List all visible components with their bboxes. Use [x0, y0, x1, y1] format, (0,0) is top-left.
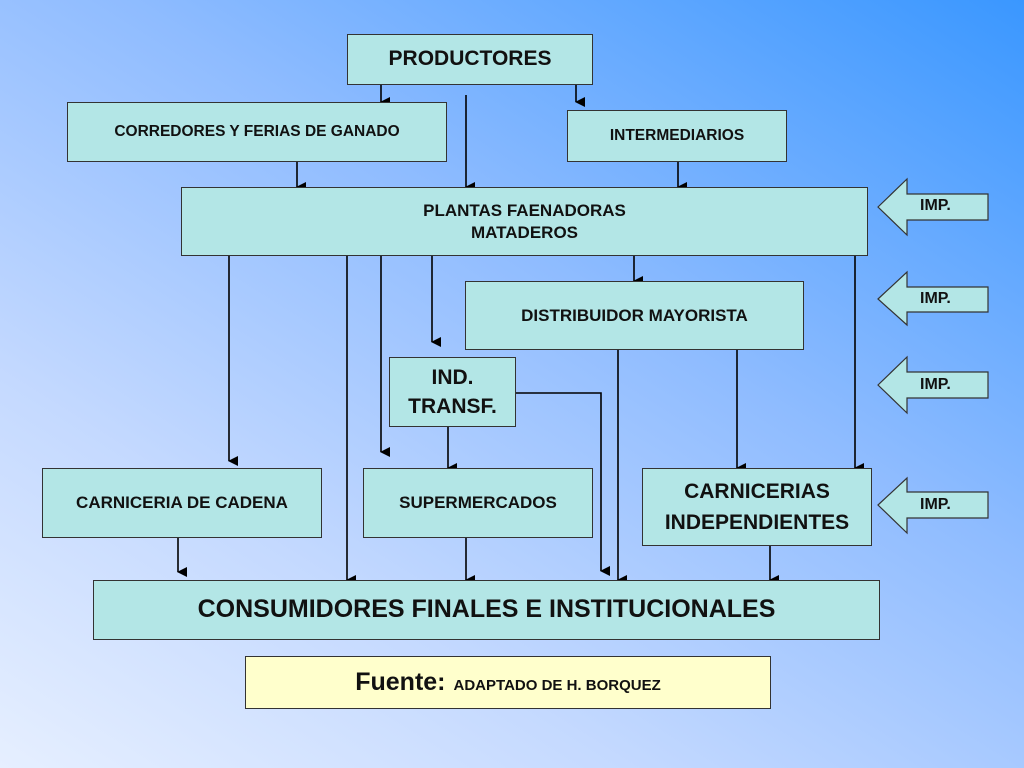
node-intermediarios: INTERMEDIARIOS [567, 110, 787, 162]
import-arrow-1 [877, 177, 989, 237]
node-supermercados-label: SUPERMERCADOS [399, 493, 557, 513]
import-arrow-3 [877, 355, 989, 415]
source-text: ADAPTADO DE H. BORQUEZ [453, 676, 661, 694]
node-ind-line2: TRANSF. [408, 395, 497, 418]
node-consumidores: CONSUMIDORES FINALES E INSTITUCIONALES [93, 580, 880, 640]
node-carniceria-cadena-label: CARNICERIA DE CADENA [76, 493, 288, 513]
import-label-2: IMP. [920, 290, 951, 307]
edge-ind-consumidores [516, 392, 610, 576]
import-arrow-4 [877, 476, 989, 535]
node-plantas-line2: MATADEROS [470, 222, 579, 242]
node-supermercados: SUPERMERCADOS [363, 468, 593, 538]
node-consumidores-label: CONSUMIDORES FINALES E INSTITUCIONALES [197, 595, 776, 624]
node-productores-label: PRODUCTORES [388, 47, 552, 71]
node-ind-transf: IND. TRANSF. [389, 357, 516, 427]
node-plantas-line1: PLANTAS FAENADORAS [423, 201, 626, 221]
source-label: Fuente: [355, 668, 446, 696]
node-carniceria-cadena: CARNICERIA DE CADENA [42, 468, 322, 538]
node-carnicerias-independientes: CARNICERIAS INDEPENDIENTES [642, 468, 872, 546]
node-productores: PRODUCTORES [347, 34, 593, 85]
node-intermediarios-label: INTERMEDIARIOS [609, 127, 745, 145]
import-label-4: IMP. [920, 496, 951, 513]
source-box: Fuente: ADAPTADO DE H. BORQUEZ [245, 656, 771, 709]
node-distribuidor-label: DISTRIBUIDOR MAYORISTA [521, 305, 748, 325]
import-label-1: IMP. [920, 197, 951, 214]
node-corredores-label: CORREDORES Y FERIAS DE GANADO [114, 123, 400, 141]
node-carnicerias-line1: CARNICERIAS [684, 479, 830, 503]
node-ind-line1: IND. [431, 365, 474, 389]
import-label-3: IMP. [920, 376, 951, 393]
node-corredores: CORREDORES Y FERIAS DE GANADO [67, 102, 447, 162]
node-plantas-faenadoras: PLANTAS FAENADORAS MATADEROS [181, 187, 868, 256]
node-distribuidor-mayorista: DISTRIBUIDOR MAYORISTA [465, 281, 804, 350]
node-carnicerias-line2: INDEPENDIENTES [664, 511, 850, 534]
import-arrow-2 [877, 270, 989, 327]
